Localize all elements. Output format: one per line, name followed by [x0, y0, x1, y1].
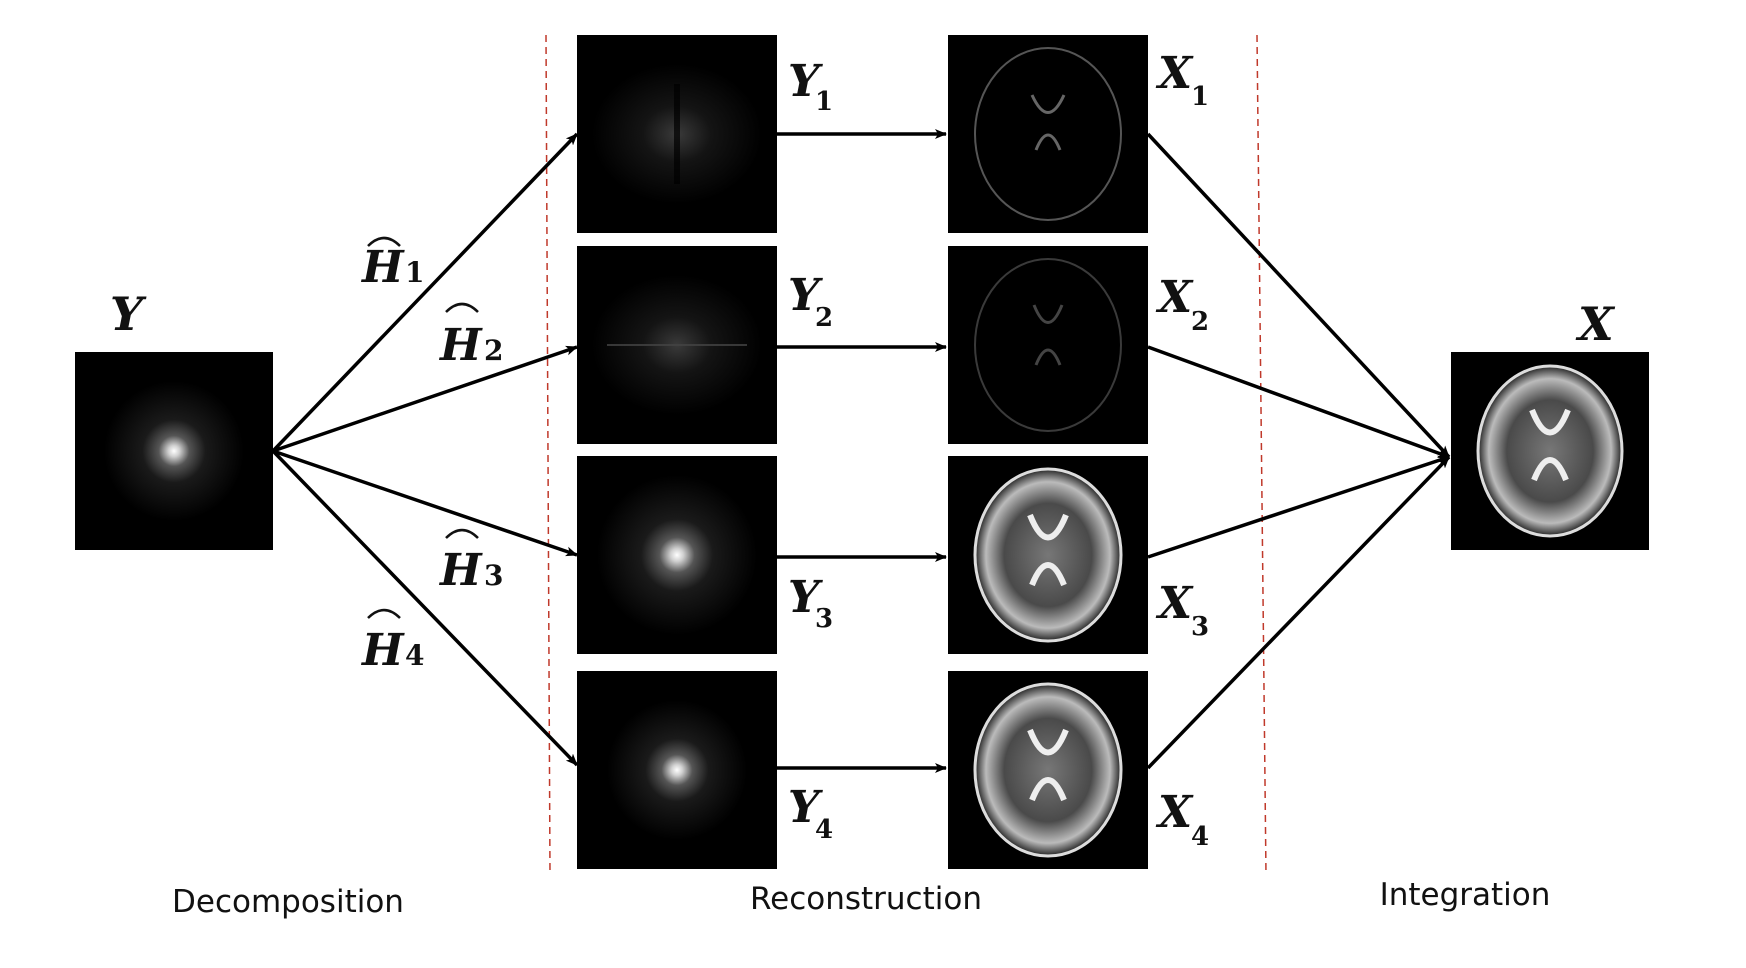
- image-symbol-2: X: [1155, 272, 1194, 323]
- kspace-panel-2: [577, 246, 777, 444]
- kspace-sub-4: 4: [815, 815, 833, 845]
- image-symbol-3: X: [1155, 578, 1194, 629]
- kspace-panel-1: [577, 35, 777, 233]
- filter-label-3: H 3: [438, 528, 503, 596]
- filter-symbol-1: H: [360, 242, 405, 293]
- kspace-label-3: Y 3: [788, 572, 833, 634]
- output-symbol: X: [1575, 297, 1616, 351]
- image-panel-2: [948, 246, 1148, 444]
- filter-symbol-2: H: [438, 320, 483, 371]
- image-label-3: X 3: [1155, 578, 1209, 642]
- filter-label-4: H 4: [360, 608, 424, 676]
- image-panel-1: [948, 35, 1148, 233]
- kspace-label-4: Y 4: [788, 782, 833, 845]
- integration-arrows: [1146, 132, 1451, 770]
- input-kspace-panel: [75, 352, 273, 550]
- stage-label-integration: Integration: [1380, 877, 1551, 913]
- decomposition-arrows: [271, 132, 579, 767]
- kspace-sub-3: 3: [815, 604, 833, 634]
- image-sub-2: 2: [1191, 307, 1209, 337]
- divider-right: [1256, 34, 1267, 876]
- kspace-label-2: Y 2: [788, 270, 833, 333]
- filter-sub-2: 2: [484, 334, 503, 367]
- kspace-symbol-1: Y: [788, 56, 823, 107]
- image-sub-3: 3: [1191, 612, 1209, 642]
- filter-sub-4: 4: [405, 639, 424, 672]
- image-label-4: X 4: [1155, 787, 1209, 852]
- image-panel-3: [948, 456, 1148, 654]
- output-image-panel: [1451, 352, 1649, 550]
- kspace-symbol-2: Y: [788, 270, 823, 321]
- kspace-sub-1: 1: [815, 87, 833, 117]
- stage-label-decomposition: Decomposition: [172, 884, 404, 920]
- filter-label-1: H 1: [360, 236, 424, 293]
- image-sub-4: 4: [1191, 822, 1209, 852]
- image-sub-1: 1: [1191, 82, 1209, 112]
- reconstruction-arrows: [777, 129, 947, 773]
- image-label-2: X 2: [1155, 272, 1209, 337]
- image-panel-4: [948, 671, 1148, 869]
- filter-sub-1: 1: [405, 256, 424, 289]
- image-label-1: X 1: [1155, 48, 1209, 112]
- kspace-panel-4: [577, 671, 777, 869]
- filter-sub-3: 3: [484, 559, 503, 592]
- kspace-symbol-4: Y: [788, 782, 823, 833]
- kspace-label-1: Y 1: [788, 56, 833, 117]
- image-symbol-4: X: [1155, 787, 1194, 838]
- filter-label-2: H 2: [438, 302, 503, 371]
- stage-label-reconstruction: Reconstruction: [750, 881, 982, 917]
- filter-symbol-3: H: [438, 545, 483, 596]
- kspace-symbol-3: Y: [788, 572, 823, 623]
- kspace-sub-2: 2: [815, 303, 833, 333]
- filter-symbol-4: H: [360, 625, 405, 676]
- image-symbol-1: X: [1155, 48, 1194, 99]
- kspace-panel-3: [577, 456, 777, 654]
- input-symbol: Y: [110, 287, 147, 341]
